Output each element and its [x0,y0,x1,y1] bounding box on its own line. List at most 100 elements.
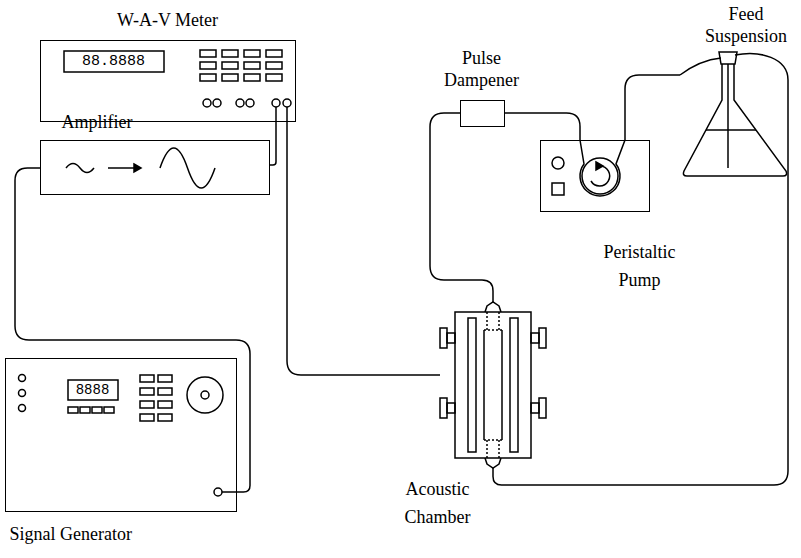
generator-button [158,388,172,395]
signal-generator-box: 8888Signal Generator [5,358,237,512]
display-readout: 8888 [68,381,118,399]
meter-button [200,62,216,69]
reflector-plate [510,318,518,452]
generator-button [140,414,154,421]
dip-tube [727,64,729,168]
meter-button [222,74,238,81]
arrow-head [134,164,141,172]
clamp-knob [440,328,447,348]
pump-box: Peristaltic Pump [540,140,650,212]
feed-flask: Feed Suspension [680,50,788,177]
pump-button [552,183,564,195]
flow-port [487,312,499,458]
channel-wall [501,330,503,440]
meter-jack [213,99,221,107]
generator-button [68,407,78,413]
meter-button [244,62,260,69]
generator-button [158,401,172,408]
meter-terminal [283,99,291,107]
generator-button [140,388,154,395]
channel-wall [483,330,485,440]
generator-knob [19,390,26,397]
signal-cable [270,122,276,165]
meter-button [266,74,282,81]
generator-button [140,401,154,408]
pump-switch [552,157,564,169]
clamp-knob [539,328,546,348]
meter-button [244,50,260,57]
clamp-nut [531,403,539,413]
small-sine [66,164,94,173]
meter-button [200,74,216,81]
outlet-tube [735,54,788,80]
equipment-label: Amplifier [62,111,162,133]
generator-button [80,407,90,413]
fluid-tube [493,80,788,485]
tuning-dial [187,377,223,413]
generator-button [158,375,172,382]
meter-button [222,50,238,57]
meter-display [64,51,164,72]
fluid-tube [625,75,680,140]
chamber-body [455,312,531,458]
chamber-nozzle [485,458,501,468]
node-content: Amplifier [40,111,270,133]
node-content: Pulse Dampener [460,47,505,91]
acoustic-chamber: Acoustic Chamber [440,302,546,468]
equipment-label: Feed Suspension [698,3,794,47]
clamp-nut [447,333,455,343]
equipment-label: W-A-V Meter [40,9,296,31]
generator-knob [19,405,26,412]
equipment-label: Signal Generator [10,523,200,545]
node-content: W-A-V Meter 88.8888 [40,9,296,71]
clamp-nut [447,403,455,413]
signal-cable [15,168,250,492]
signal-cable [287,122,440,375]
chamber-nozzle [485,302,501,312]
meter-jack [236,99,244,107]
terminal-lead [286,107,288,122]
inlet-tube [680,58,721,75]
amplifier-box: Amplifier [40,140,270,195]
meter-box: W-A-V Meter88.8888 [40,40,296,122]
generator-button [92,407,102,413]
clamp-knob [440,398,447,418]
liquid-level [706,129,756,131]
meter-button [244,74,260,81]
fluid-tube [505,113,580,140]
clamp-knob [539,398,546,418]
generator-display [68,380,118,400]
generator-button [158,414,172,421]
tuning-dial-hub [201,391,209,399]
pump-rotor [582,158,618,194]
flask-body [683,64,786,176]
equipment-label: Pulse Dampener [432,47,532,91]
jack-lead [222,491,237,493]
meter-jack [203,99,211,107]
terminal-lead [275,107,277,122]
meter-button [200,50,216,57]
meter-button [266,50,282,57]
clamp-nut [531,333,539,343]
channel-end [484,330,502,440]
node-content: 8888Signal Generator [5,381,237,545]
meter-jack [246,99,254,107]
node-content: Peristaltic Pump [540,238,650,294]
equipment-label: Peristaltic Pump [590,238,690,294]
flask-stopper [719,52,737,64]
meter-button [222,62,238,69]
pump-tube [580,140,625,196]
generator-knob [19,375,26,382]
node-content: Acoustic Chamber [440,475,546,531]
pulse-dampener-box: Pulse Dampener [460,100,505,127]
output-jack [214,488,222,496]
transducer-plate [468,318,476,452]
display-readout: 88.8888 [64,53,164,71]
meter-button [266,62,282,69]
meter-terminal [272,99,280,107]
rotation-arrow [591,166,610,186]
large-sine [160,148,215,188]
